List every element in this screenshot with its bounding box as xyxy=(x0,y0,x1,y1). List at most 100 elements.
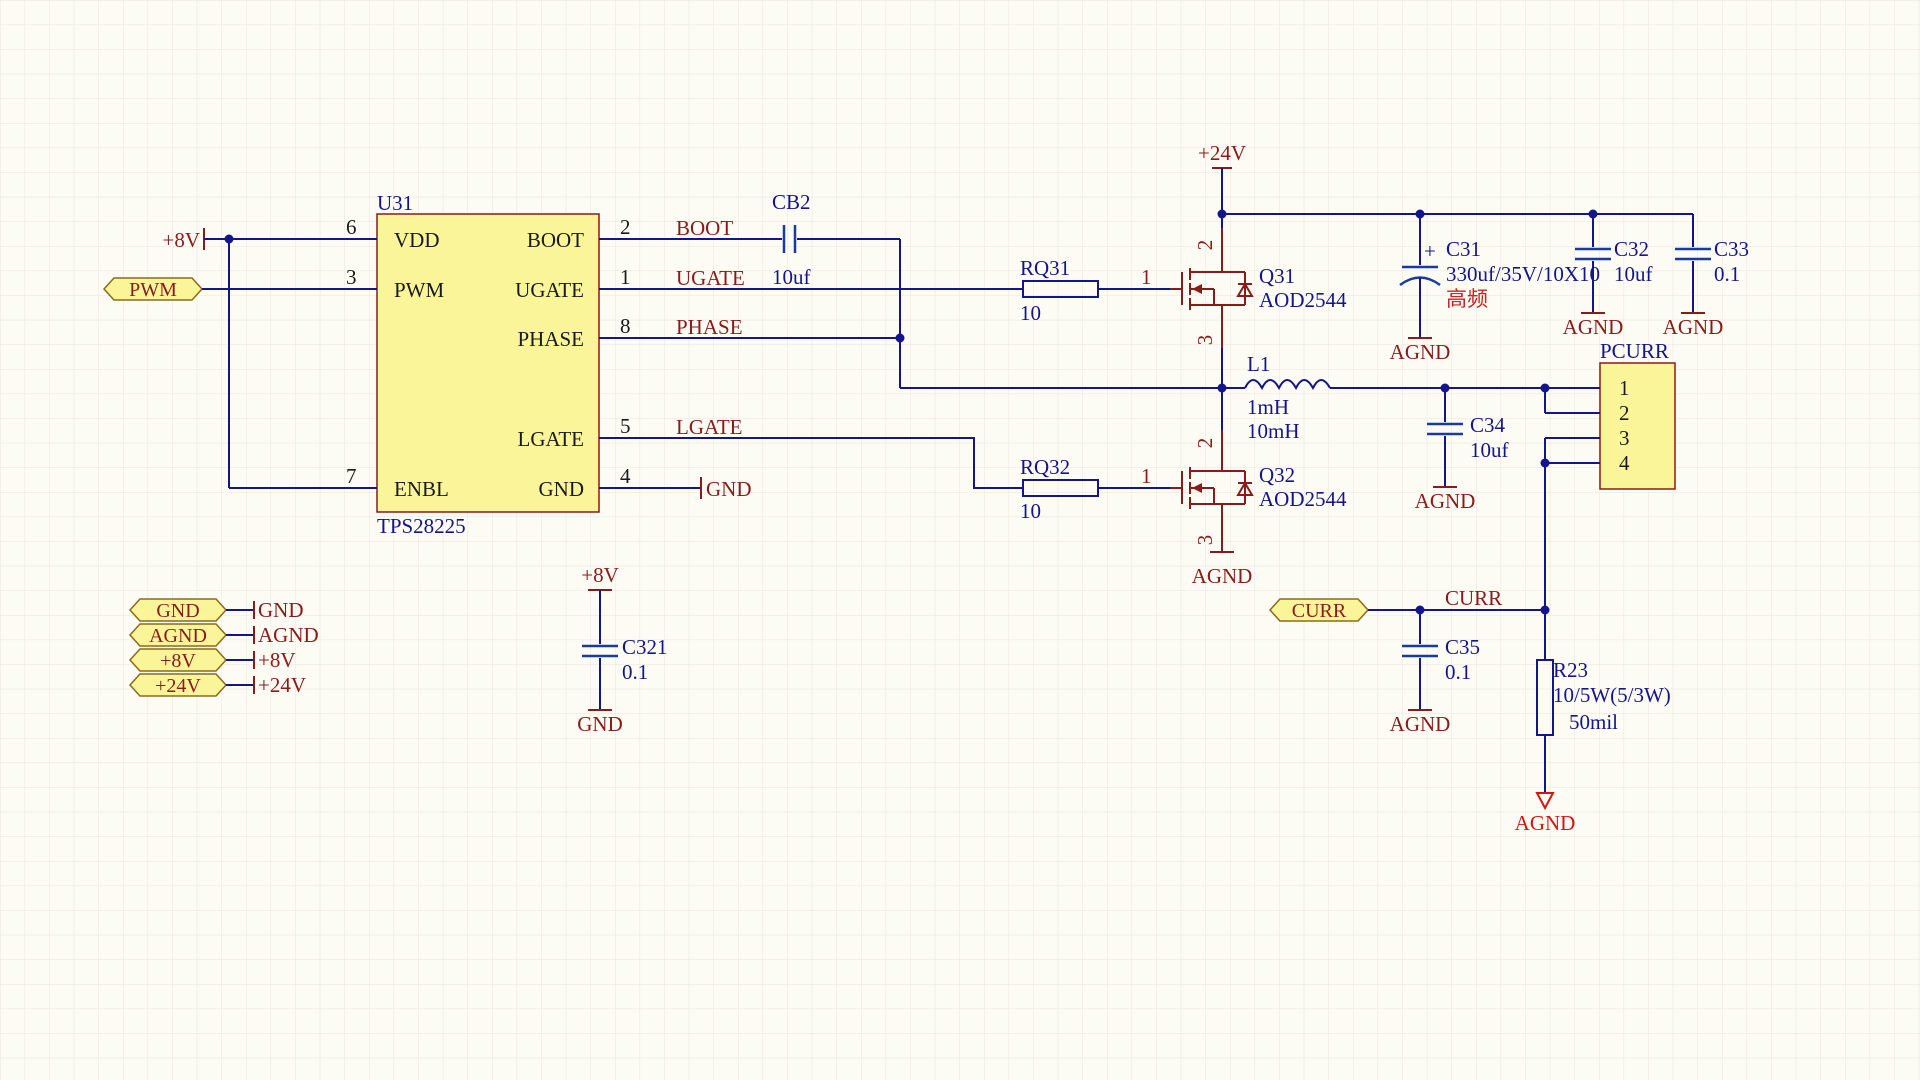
l1-ref: L1 xyxy=(1247,352,1270,376)
junction-phase xyxy=(895,333,905,343)
q32-arrow xyxy=(1192,483,1202,493)
cap-c321[interactable]: +8V C321 0.1 GND xyxy=(577,563,667,736)
c32-ref: C32 xyxy=(1614,237,1649,261)
curr-port[interactable]: CURR CURR xyxy=(1268,586,1545,622)
legend-port-24v-label: +24V xyxy=(155,675,201,697)
wire-lgate xyxy=(676,437,1023,489)
pcurr-pin1: 1 xyxy=(1619,376,1630,400)
legend-port-8v-label: +8V xyxy=(160,650,196,672)
pin-ugate-name: UGATE xyxy=(515,278,584,302)
junction-pcurr-1 xyxy=(1540,383,1550,393)
q32-diode xyxy=(1236,481,1254,496)
q31-part: AOD2544 xyxy=(1259,288,1347,312)
gnd-c321-label: GND xyxy=(577,712,623,736)
legend-net-24v: +24V xyxy=(258,673,306,697)
net-curr: CURR xyxy=(1445,586,1502,610)
agnd-c35-label: AGND xyxy=(1390,712,1451,736)
p24v-label: +24V xyxy=(1198,141,1246,165)
agnd-c32-label: AGND xyxy=(1563,315,1624,339)
agnd-c34-label: AGND xyxy=(1415,489,1476,513)
q31-ref: Q31 xyxy=(1259,264,1295,288)
agnd-r23-label: AGND xyxy=(1515,811,1576,835)
resistor-rq32[interactable]: RQ32 10 1 xyxy=(676,437,1170,523)
c32-value: 10uf xyxy=(1614,262,1653,286)
c33-value: 0.1 xyxy=(1714,262,1740,286)
legend-row-gnd[interactable]: GND GND xyxy=(128,598,304,622)
pin-boot-num: 2 xyxy=(620,215,631,239)
legend-net-agnd: AGND xyxy=(258,623,319,647)
ic-ref: U31 xyxy=(377,191,413,215)
port-legend: GND GND AGND AGND +8V +8V +24V +24V xyxy=(128,598,319,697)
pcurr-pin4: 4 xyxy=(1619,451,1630,475)
cb2-value: 10uf xyxy=(772,265,811,289)
legend-port-gnd-label: GND xyxy=(156,600,199,622)
l1-value1: 1mH xyxy=(1247,395,1289,419)
pin-lgate-num: 5 xyxy=(620,414,631,438)
l1-value2: 10mH xyxy=(1247,419,1300,443)
pin-vdd-num: 6 xyxy=(346,215,357,239)
pcurr-pin2: 2 xyxy=(1619,401,1630,425)
cap-c35[interactable]: C35 0.1 AGND xyxy=(1390,610,1480,736)
pin-pwm-name: PWM xyxy=(394,278,445,302)
pin-phase-num: 8 xyxy=(620,314,631,338)
mosfet-q31[interactable]: 2 3 Q31 AOD2544 xyxy=(1170,228,1347,348)
pin-enbl-num: 7 xyxy=(346,464,357,488)
c31-plus: + xyxy=(1424,239,1436,263)
rq32-ref: RQ32 xyxy=(1020,455,1070,479)
vdd-supply: +8V xyxy=(162,228,300,489)
gnd-ic: GND xyxy=(676,477,752,501)
mosfet-q32[interactable]: 2 3 Q32 AOD2544 AGND xyxy=(1170,430,1347,588)
legend-row-24v[interactable]: +24V +24V xyxy=(128,673,306,697)
r23-note: 50mil xyxy=(1569,710,1618,734)
pin-lgate-name: LGATE xyxy=(518,427,585,451)
cap-c31[interactable]: + C31 330uf/35V/10X10 高频 AGND xyxy=(1390,214,1600,364)
c321-ref: C321 xyxy=(622,635,668,659)
c35-value: 0.1 xyxy=(1445,660,1471,684)
c31-value: 330uf/35V/10X10 xyxy=(1446,262,1600,286)
cap-cb2[interactable]: CB2 10uf xyxy=(676,190,901,388)
pin-enbl-name: ENBL xyxy=(394,477,449,501)
curr-port-label: CURR xyxy=(1292,600,1347,622)
q32-part: AOD2544 xyxy=(1259,487,1347,511)
legend-port-agnd-label: AGND xyxy=(149,625,207,647)
legend-row-agnd[interactable]: AGND AGND xyxy=(128,623,319,647)
agnd-q32-label: AGND xyxy=(1192,564,1253,588)
rq32-pin: 1 xyxy=(1141,464,1152,488)
resistor-r23[interactable]: R23 10/5W(5/3W) 50mil AGND xyxy=(1515,658,1671,835)
r23-ref: R23 xyxy=(1553,658,1588,682)
c31-ref: C31 xyxy=(1446,237,1481,261)
ic-body xyxy=(376,213,600,513)
legend-row-8v[interactable]: +8V +8V xyxy=(128,648,296,672)
net-ugate: UGATE xyxy=(676,266,745,290)
pin-gnd-name: GND xyxy=(539,477,585,501)
cap-c33[interactable]: C33 0.1 AGND xyxy=(1663,214,1749,339)
agnd-c31-label: AGND xyxy=(1390,340,1451,364)
c33-ref: C33 xyxy=(1714,237,1749,261)
pin-phase-name: PHASE xyxy=(517,327,584,351)
pcurr-ref: PCURR xyxy=(1600,339,1669,363)
rq31-pin: 1 xyxy=(1141,265,1152,289)
agnd-c33-label: AGND xyxy=(1663,315,1724,339)
resistor-rq31[interactable]: RQ31 10 1 xyxy=(676,256,1170,325)
q32-pin-s: 3 xyxy=(1193,535,1217,546)
pwm-port[interactable]: PWM xyxy=(102,277,300,301)
ic-u31[interactable]: U31 TPS28225 VDD PWM ENBL 6 3 7 BOOT UGA… xyxy=(300,191,676,538)
junction-vdd xyxy=(224,234,234,244)
cap-c32[interactable]: C32 10uf AGND xyxy=(1563,214,1653,339)
cap-c34[interactable]: C34 10uf AGND xyxy=(1415,388,1509,513)
q31-arrow xyxy=(1192,284,1202,294)
pin-ugate-num: 1 xyxy=(620,265,631,289)
c321-value: 0.1 xyxy=(622,660,648,684)
c35-ref: C35 xyxy=(1445,635,1480,659)
l1-coil xyxy=(1244,379,1331,391)
pwm-port-label: PWM xyxy=(129,279,177,301)
net-phase: PHASE xyxy=(676,315,743,339)
junction-24v-q31 xyxy=(1217,209,1227,219)
legend-net-8v: +8V xyxy=(258,648,296,672)
pin-pwm-num: 3 xyxy=(346,265,357,289)
rq31-ref: RQ31 xyxy=(1020,256,1070,280)
pin-boot-name: BOOT xyxy=(527,228,584,252)
net-boot: BOOT xyxy=(676,216,733,240)
c34-value: 10uf xyxy=(1470,438,1509,462)
ic-part: TPS28225 xyxy=(377,514,466,538)
